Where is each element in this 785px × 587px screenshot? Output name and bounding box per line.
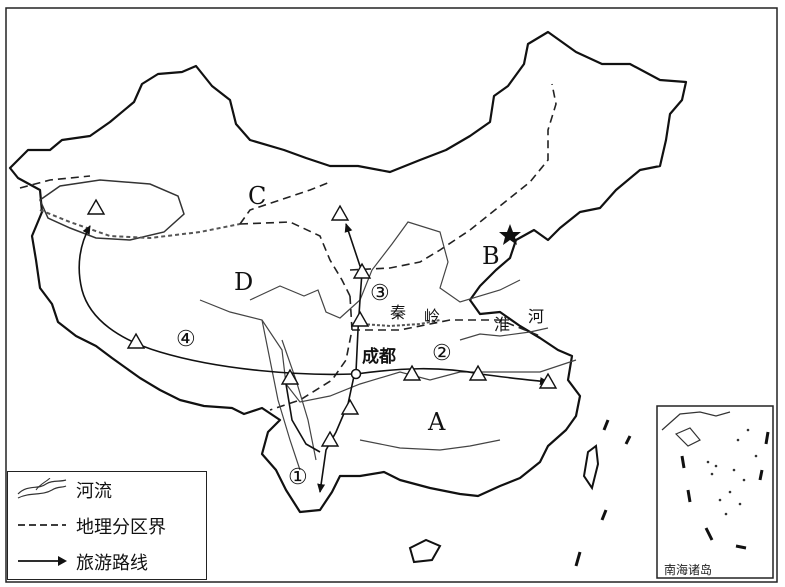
sea-boundary-dashes: [574, 419, 632, 567]
triangle-icon: [352, 262, 372, 279]
rivers: [199, 221, 577, 471]
inset-islands: [706, 428, 758, 516]
tarim-basin: [39, 179, 185, 241]
route-label-1: ①: [288, 465, 308, 490]
yangtze-river: [199, 299, 577, 403]
route-4-line: [78, 225, 355, 376]
route-2-line: [355, 367, 549, 386]
geographic-boundaries: [19, 83, 557, 411]
triangle-icon: [350, 310, 370, 327]
map-frame: [5, 7, 778, 583]
qinling-label-2: 岭: [424, 307, 440, 326]
route-3-line: [344, 223, 363, 373]
legend-row-boundary: 地理分区界: [8, 510, 204, 540]
inset-caption: 南海诸岛: [664, 563, 713, 577]
star-icon: [499, 224, 521, 245]
triangle-icon: [402, 364, 422, 381]
triangle-icon: [330, 204, 350, 221]
route-label-3: ③: [370, 281, 390, 306]
travel-routes: [78, 223, 549, 493]
taiwan-island: [582, 444, 600, 491]
qinling-label-1: 秦: [390, 303, 406, 322]
hainan-island: [408, 538, 442, 564]
region-label-d: D: [234, 268, 253, 296]
kunlun-mountains: [39, 209, 241, 240]
triangle-icon: [340, 398, 360, 415]
region-label-c: C: [248, 182, 266, 210]
triangle-icon: [468, 364, 488, 381]
chengdu-label: 成都: [362, 346, 396, 367]
inset-dashes: [680, 431, 770, 550]
legend-boundary-label: 地理分区界: [76, 517, 166, 538]
map-legend: 河流 地理分区界 旅游路线: [7, 471, 207, 580]
river-icon: [17, 478, 67, 499]
route-label-2: ②: [432, 341, 452, 366]
region-label-a: A: [427, 408, 446, 436]
scenic-spots: [86, 198, 558, 447]
chengdu-node: [350, 368, 362, 380]
triangle-icon: [538, 372, 558, 389]
country-border: [8, 30, 688, 514]
arrow-icon: [18, 556, 67, 566]
inset-content: [661, 411, 731, 447]
south-china-sea-inset: [656, 405, 774, 579]
triangle-icon: [320, 430, 340, 447]
legend-row-route: 旅游路线: [8, 546, 204, 576]
triangle-icon: [86, 198, 106, 215]
triangle-icon: [280, 368, 300, 385]
huai-river: [459, 327, 549, 341]
yellow-river: [249, 221, 521, 319]
legend-route-label: 旅游路线: [76, 553, 148, 574]
triangle-icon: [126, 332, 146, 349]
legend-river-label: 河流: [76, 481, 112, 502]
route-1-line: [317, 375, 355, 493]
huai-label: 淮: [494, 315, 510, 334]
legend-row-river: 河流: [8, 474, 204, 504]
region-label-b: B: [482, 242, 500, 270]
route-label-4: ④: [176, 327, 196, 352]
he-label: 河: [528, 307, 544, 326]
dashed-line-icon: [18, 524, 66, 526]
